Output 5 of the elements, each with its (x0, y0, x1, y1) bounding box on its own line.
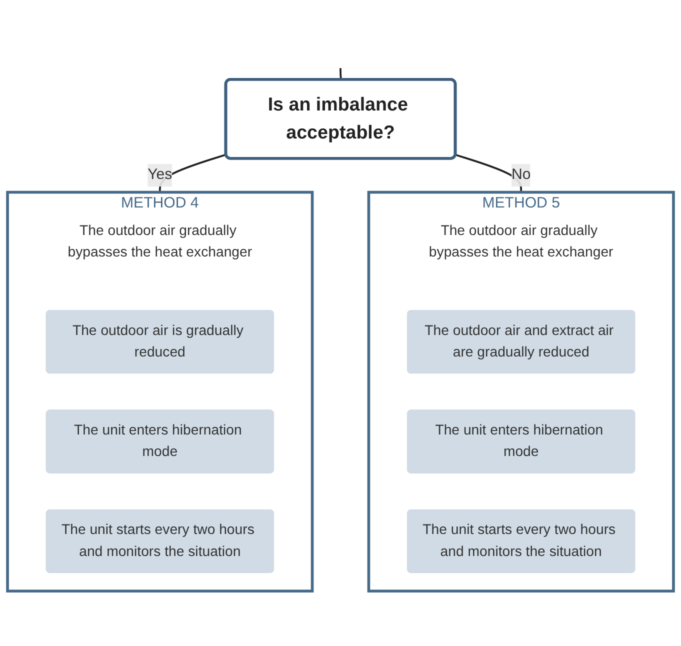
edge-label: No (511, 166, 531, 183)
node-text: The outdoor air gradually bypasses the heat exchanger (428, 222, 614, 260)
edge-label: Yes (148, 166, 172, 183)
connector (454, 154, 522, 192)
node-text: The outdoor air gradually bypasses the heat exchanger (68, 222, 252, 260)
